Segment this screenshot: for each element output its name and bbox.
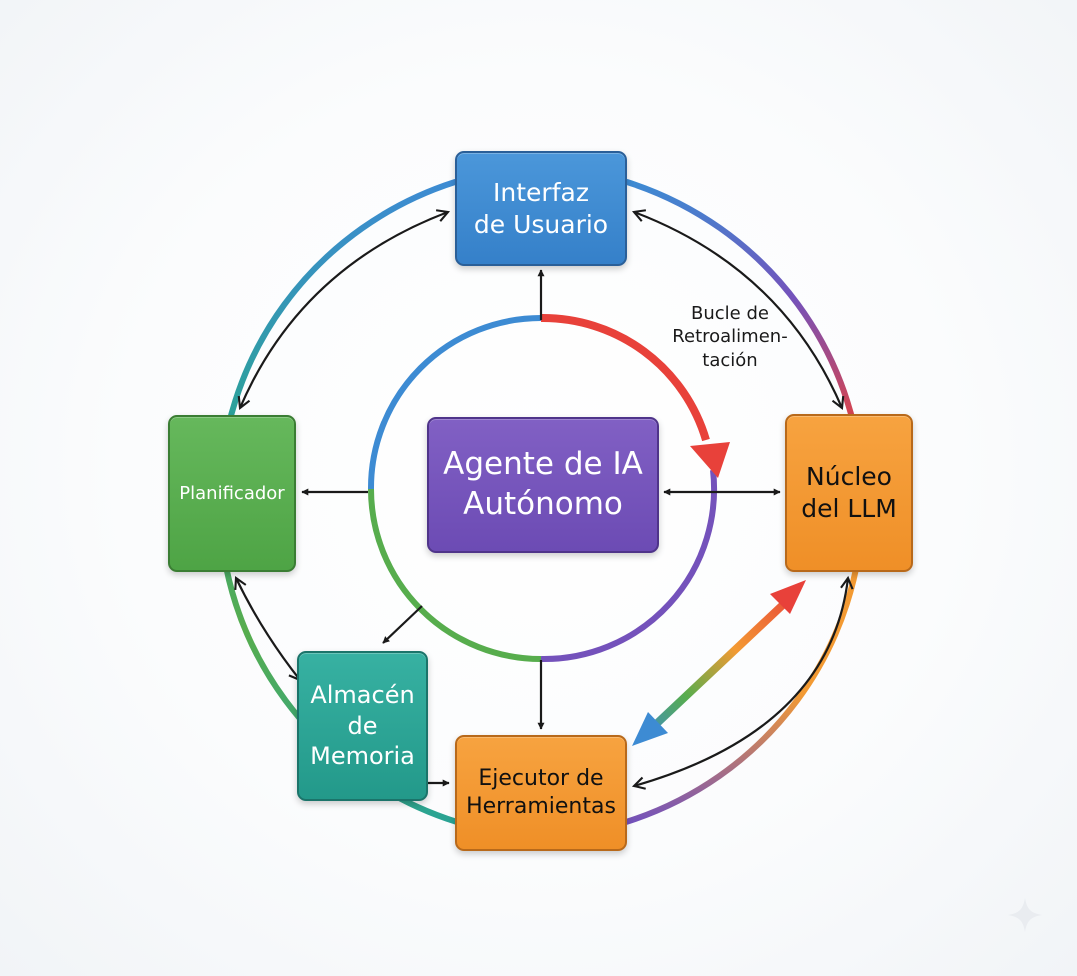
node-agente-de-ia-autonomo: Agente de IA Autónomo xyxy=(427,417,659,553)
node-almacen-de-memoria: Almacén de Memoria xyxy=(297,651,428,801)
arrow-ring-to-almacen xyxy=(382,605,423,644)
node-ejecutor-de-herramientas: Ejecutor de Herramientas xyxy=(455,735,627,851)
connector-arrows xyxy=(234,209,854,790)
arrow-planificador-almacen xyxy=(234,576,302,682)
node-nucleo-del-llm: Núcleo del LLM xyxy=(785,414,913,572)
feedback-arrowhead xyxy=(690,442,730,478)
node-interfaz-de-usuario: Interfaz de Usuario xyxy=(455,151,627,266)
inner-ring-green-arc xyxy=(368,488,542,662)
feedback-loop-label: Bucle de Retroalimen- tación xyxy=(672,303,788,371)
arrow-interfaz-planificador xyxy=(237,209,451,410)
sparkle-icon xyxy=(1007,897,1043,933)
arrow-ejecutor-nucleo xyxy=(631,575,854,790)
node-planificador: Planificador xyxy=(168,415,296,572)
arrow-interfaz-nucleo xyxy=(631,209,845,410)
